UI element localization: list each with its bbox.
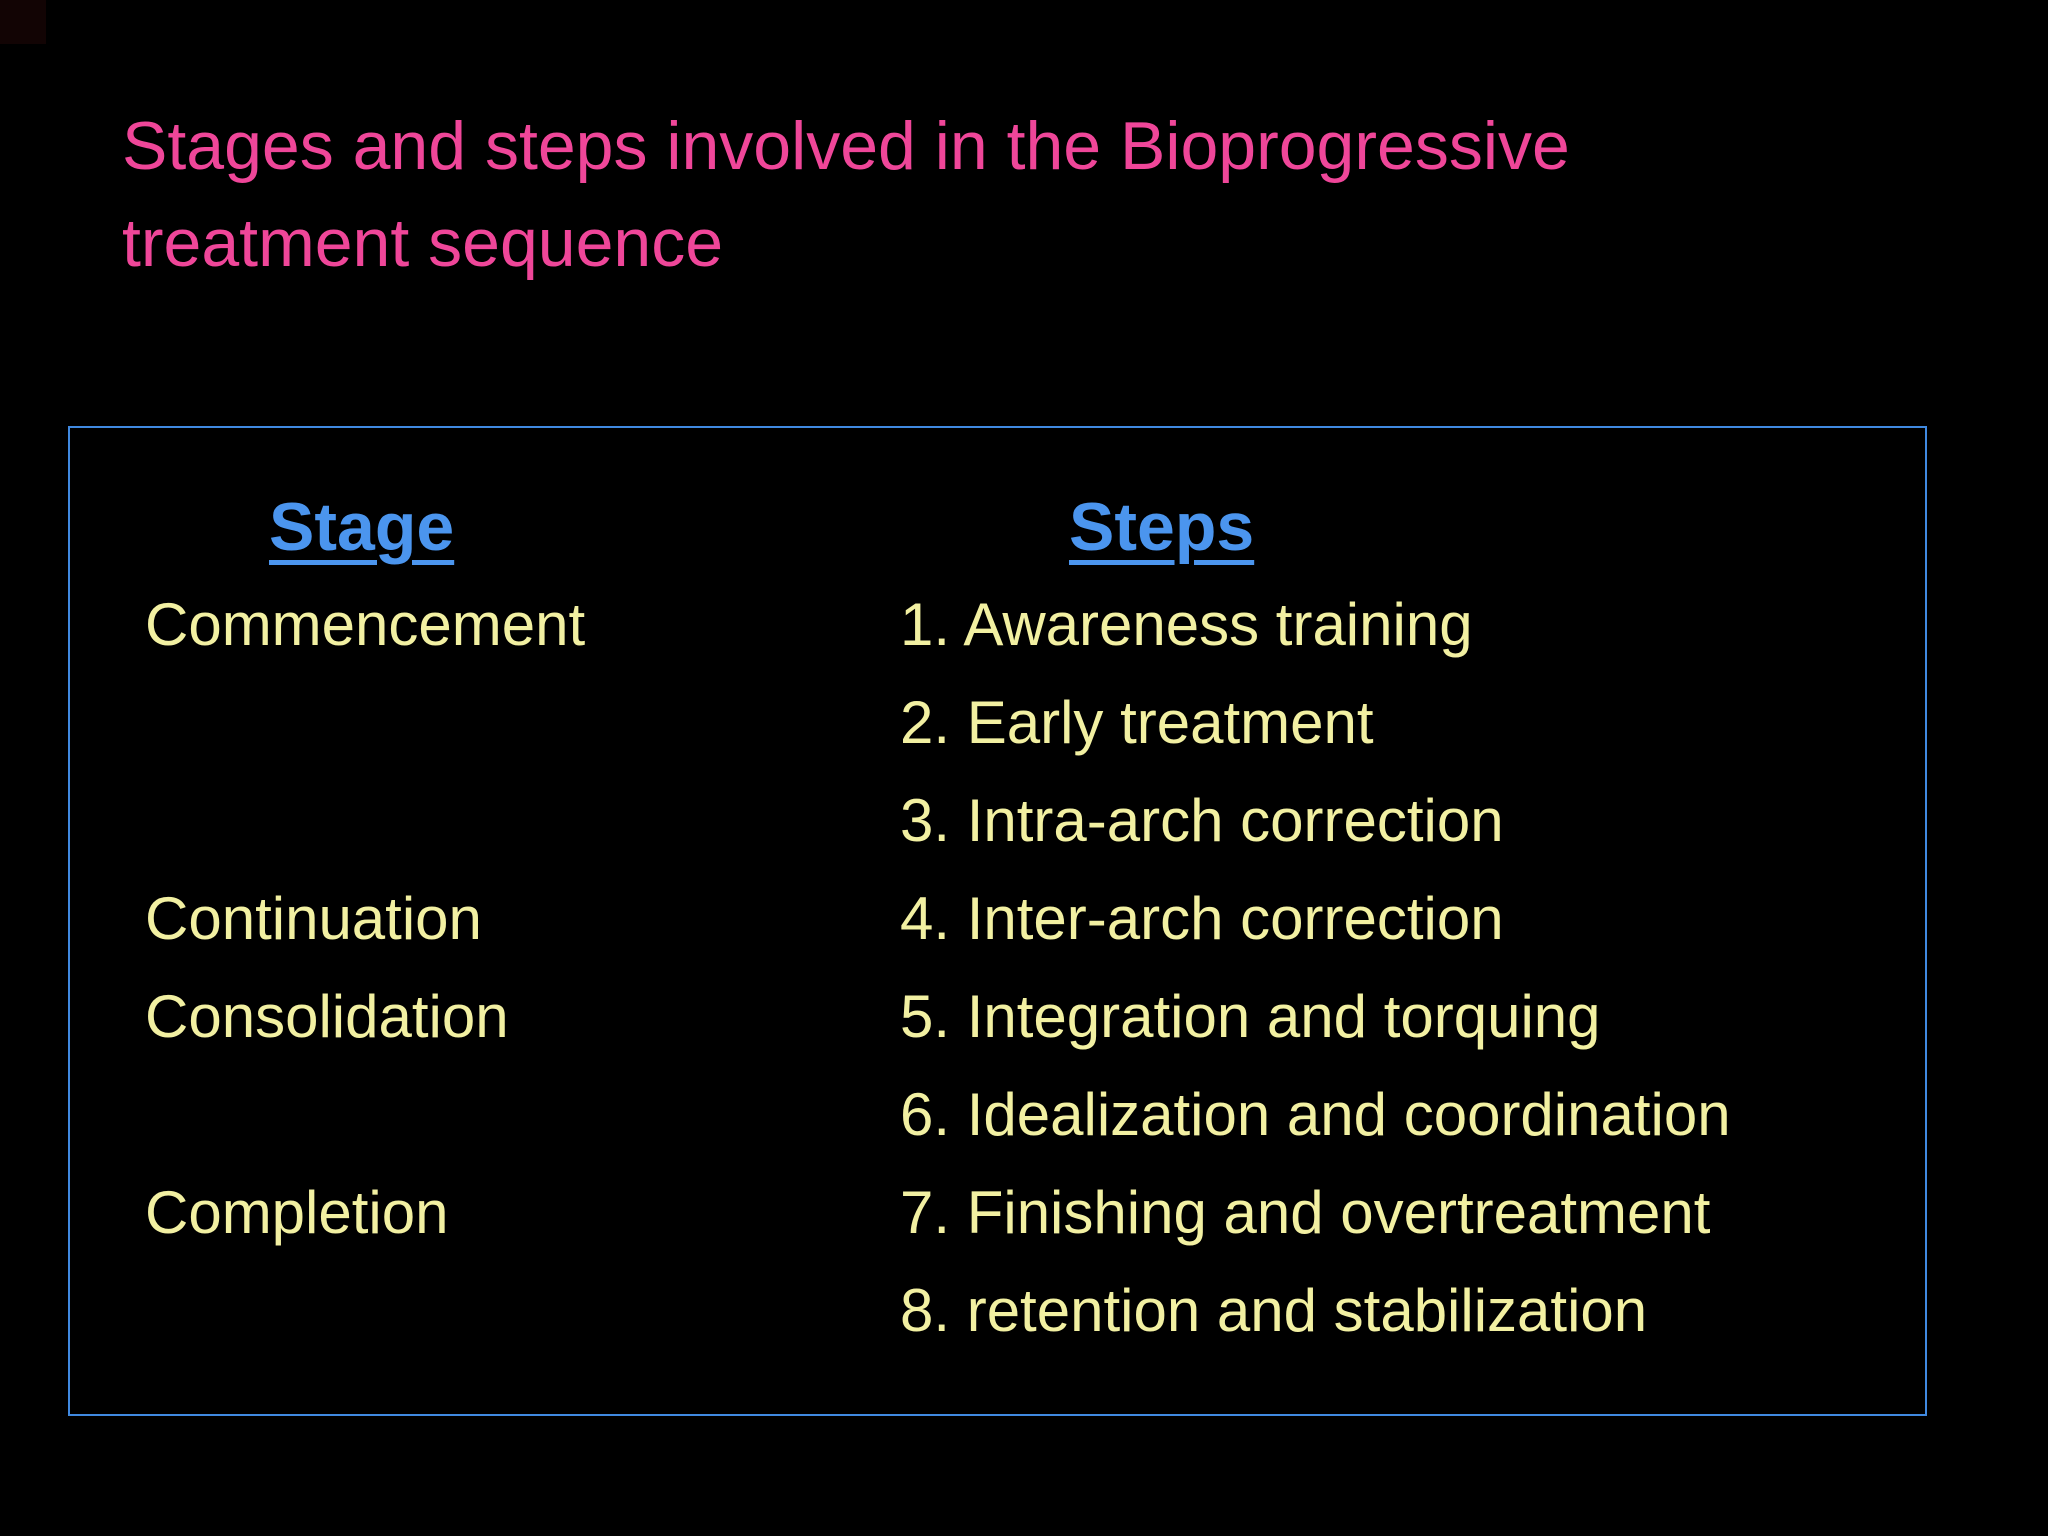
step-cell: 6. Idealization and coordination <box>900 1081 1731 1148</box>
step-cell: 5. Integration and torquing <box>900 983 1601 1050</box>
column-header-steps: Steps <box>1069 489 1255 565</box>
stage-cell: Completion <box>145 1179 449 1246</box>
stages-steps-table: Stage Steps Commencement 1. Awareness tr… <box>68 426 1927 1416</box>
stage-cell: Commencement <box>145 591 586 658</box>
slide-title: Stages and steps involved in the Bioprog… <box>122 98 1922 292</box>
corner-artifact <box>0 0 46 44</box>
stage-cell: Continuation <box>145 885 482 952</box>
table-row: Consolidation 5. Integration and torquin… <box>70 968 1925 1066</box>
table-row: Commencement 1. Awareness training <box>70 576 1925 674</box>
table-rows: Commencement 1. Awareness training 2. Ea… <box>70 576 1925 1360</box>
table-row: Continuation 4. Inter-arch correction <box>70 870 1925 968</box>
stage-cell: Consolidation <box>145 983 509 1050</box>
table-row: Completion 7. Finishing and overtreatmen… <box>70 1164 1925 1262</box>
column-header-stage: Stage <box>269 489 455 565</box>
step-cell: 7. Finishing and overtreatment <box>900 1179 1711 1246</box>
slide-title-line1: Stages and steps involved in the Bioprog… <box>122 108 1570 184</box>
step-cell: 2. Early treatment <box>900 689 1374 756</box>
table-row: 6. Idealization and coordination <box>70 1066 1925 1164</box>
step-cell: 8. retention and stabilization <box>900 1277 1648 1344</box>
table-row: 3. Intra-arch correction <box>70 772 1925 870</box>
table-row: 8. retention and stabilization <box>70 1262 1925 1360</box>
table-row: 2. Early treatment <box>70 674 1925 772</box>
step-cell: 4. Inter-arch correction <box>900 885 1504 952</box>
step-cell: 1. Awareness training <box>900 591 1473 658</box>
slide-title-line2: treatment sequence <box>122 205 724 282</box>
step-cell: 3. Intra-arch correction <box>900 787 1504 854</box>
